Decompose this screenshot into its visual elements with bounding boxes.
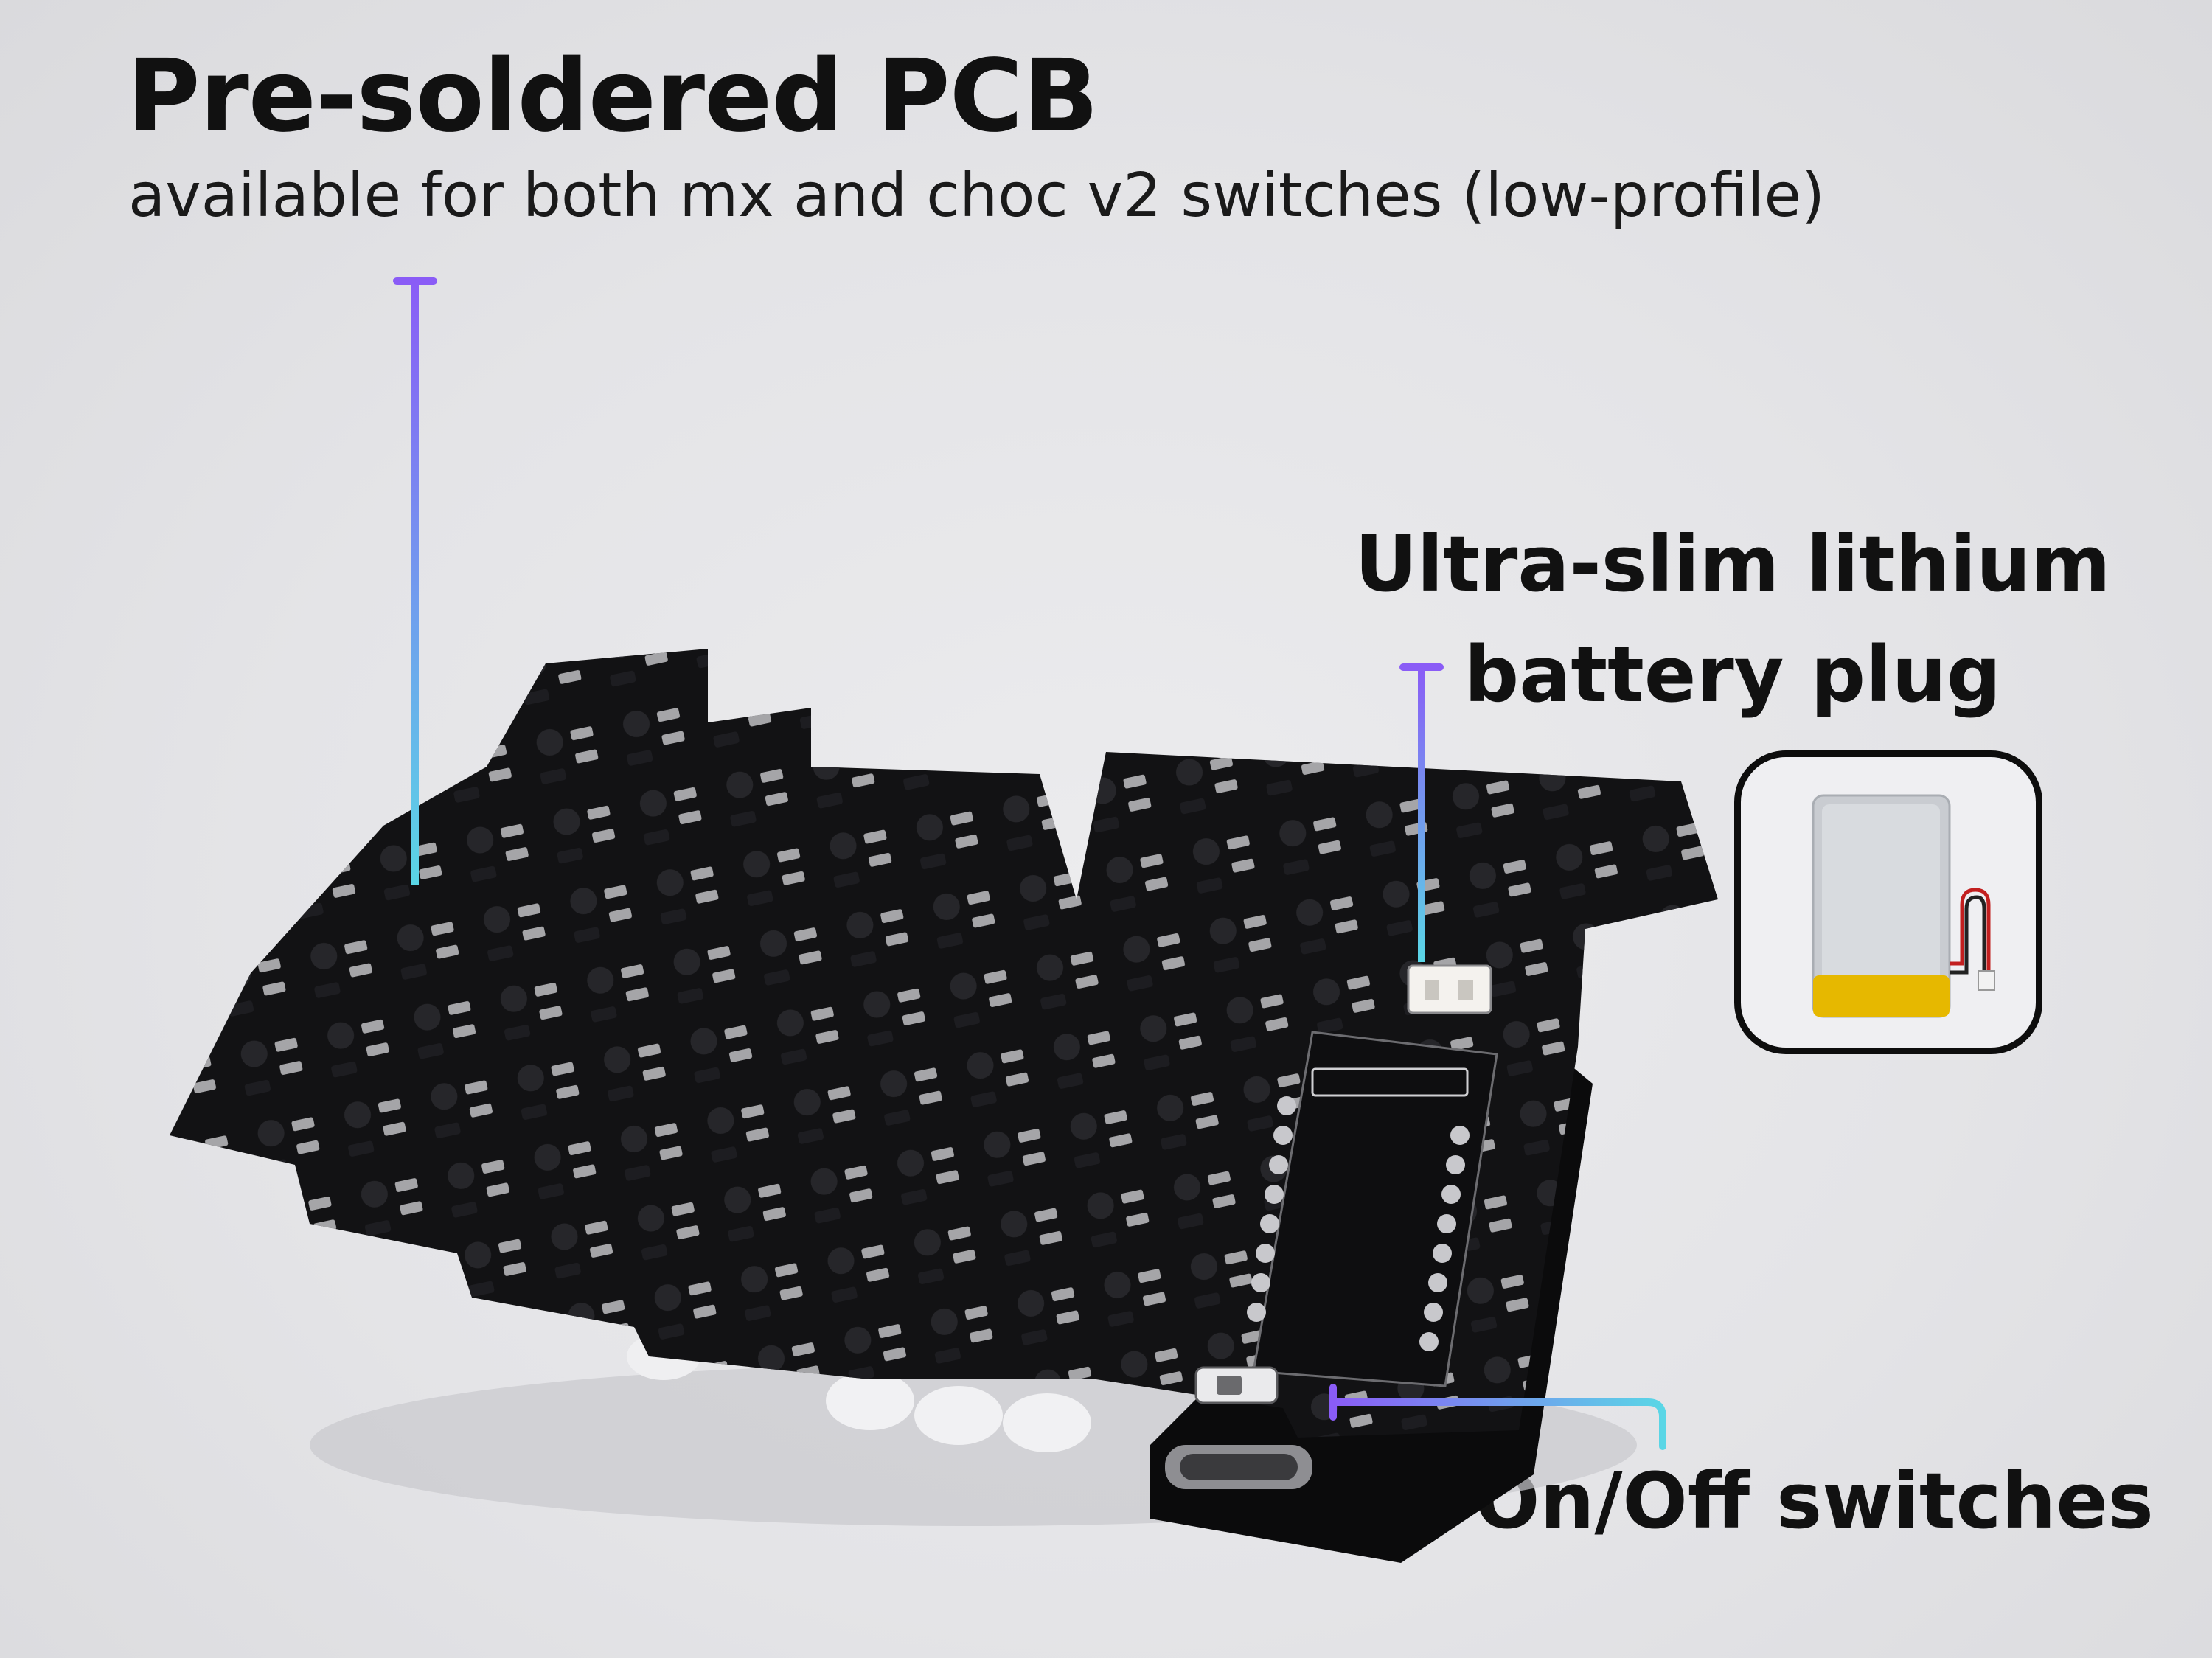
pcb-board — [170, 649, 1718, 1438]
pcb-callout-line — [393, 277, 437, 885]
battery-callout-line — [1399, 663, 1444, 962]
power-switch — [1194, 1366, 1279, 1404]
headline-subtitle: available for both mx and choc v2 switch… — [128, 161, 1825, 231]
battery-connector — [1407, 964, 1492, 1014]
headline-title: Pre-soldered PCB — [127, 38, 1099, 155]
battery-icon — [1812, 794, 1995, 1018]
controller-header — [1247, 1031, 1498, 1387]
battery-callout-line-2: battery plug — [1464, 630, 2002, 720]
battery-callout-line-1: Ultra-slim lithium — [1354, 519, 2111, 609]
switch-callout-line — [1329, 1384, 1666, 1450]
battery-inset — [1734, 750, 2042, 1054]
jst-header — [1311, 1067, 1469, 1097]
battery-callout-label: Ultra-slim lithium battery plug — [1342, 509, 2124, 730]
